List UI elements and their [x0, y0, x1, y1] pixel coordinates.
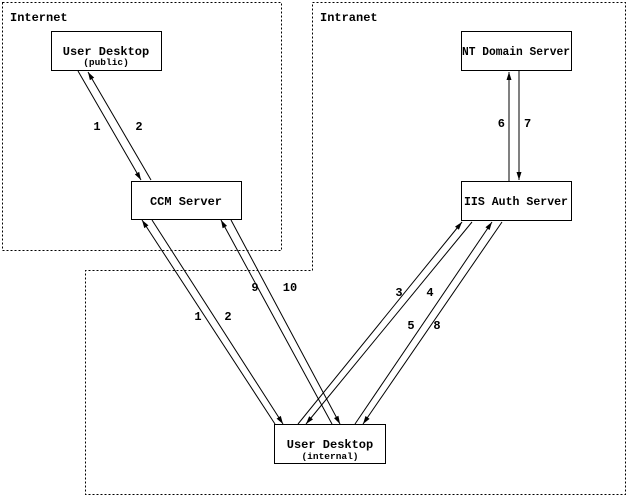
edge-label-6: 6: [498, 117, 505, 131]
node-ccm-server: CCM Server: [131, 181, 242, 220]
edge-internal-desktop-to-iis: [297, 221, 463, 425]
edge-label-1-public: 1: [93, 120, 100, 134]
node-user-desktop-internal: User Desktop (internal): [274, 424, 386, 464]
edge-internal-desktop-to-ccm-2: [220, 219, 333, 425]
edge-label-5: 5: [407, 319, 414, 333]
node-user-desktop-internal-subtitle: (internal): [301, 451, 358, 462]
intranet-zone-border: [85, 2, 626, 495]
edge-iis-to-internal-desktop: [305, 221, 473, 425]
node-nt-domain-server-title: NT Domain Server: [462, 45, 570, 59]
node-nt-domain-server: NT Domain Server: [461, 31, 572, 71]
edge-label-7: 7: [524, 117, 531, 131]
edge-label-9: 9: [251, 281, 258, 295]
edge-internal-desktop-to-ccm: [141, 219, 276, 425]
node-iis-auth-server-box: [461, 181, 572, 221]
node-user-desktop-internal-title: User Desktop: [287, 438, 373, 452]
edge-ccm-to-internal-desktop: [151, 219, 284, 425]
intranet-zone-label: Intranet: [320, 11, 378, 25]
edge-label-10: 10: [283, 281, 297, 295]
edge-label-2-public: 2: [135, 120, 142, 134]
node-user-desktop-public-title: User Desktop: [63, 45, 149, 59]
edge-public-desktop-to-ccm: [77, 70, 142, 181]
internet-zone-label: Internet: [10, 11, 68, 25]
node-user-desktop-public-subtitle: (public): [83, 57, 129, 68]
edge-label-1-internal: 1: [194, 310, 201, 324]
node-user-desktop-public: User Desktop (public): [51, 31, 162, 71]
node-ccm-server-title: CCM Server: [150, 195, 222, 209]
edge-label-8: 8: [433, 319, 440, 333]
edge-label-4: 4: [426, 286, 433, 300]
node-nt-domain-server-box: [461, 31, 572, 71]
node-iis-auth-server-title: IIS Auth Server: [464, 195, 568, 209]
edge-label-2-internal: 2: [224, 310, 231, 324]
edge-internal-desktop-to-iis-2: [354, 221, 493, 425]
node-iis-auth-server: IIS Auth Server: [461, 181, 572, 221]
edge-label-3: 3: [395, 286, 402, 300]
edge-ccm-to-internal-desktop-2: [230, 219, 341, 425]
node-user-desktop-public-box: [51, 31, 162, 71]
edge-ccm-to-public-desktop: [87, 71, 152, 181]
node-ccm-server-box: [131, 181, 242, 220]
edge-iis-to-internal-desktop-2: [362, 221, 503, 425]
internet-zone-border: [2, 2, 282, 251]
node-user-desktop-internal-box: [274, 424, 386, 464]
